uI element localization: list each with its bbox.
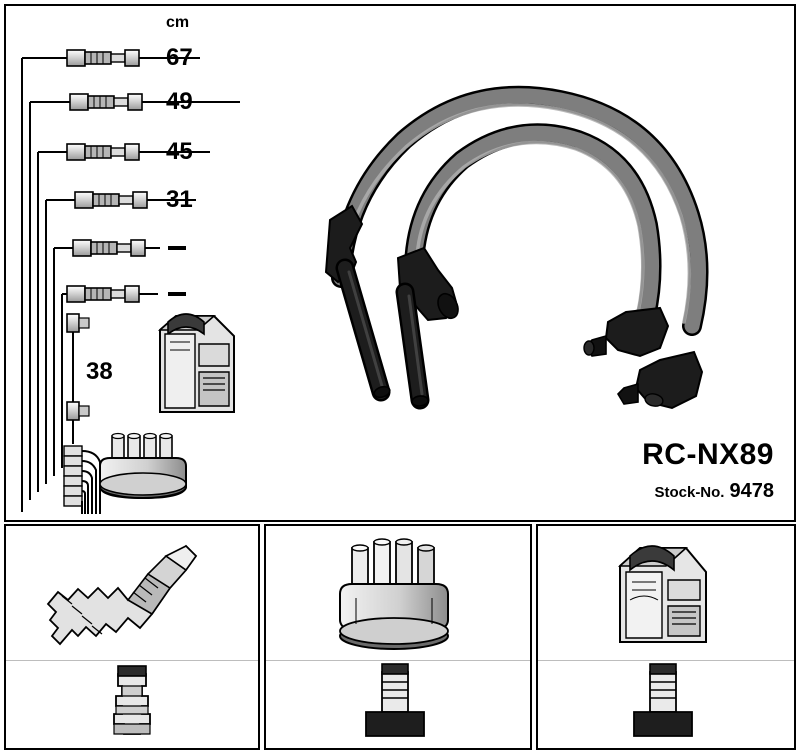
length-label-4: 31 (166, 186, 193, 213)
cell-divider-1 (6, 660, 258, 661)
main-diagram-frame (4, 4, 796, 522)
unit-label: cm (166, 14, 190, 31)
stock-number-line: Stock-No. 9478 (642, 481, 774, 501)
length-label-6-dash (168, 292, 186, 296)
length-label-1: 67 (166, 44, 193, 71)
length-label-7: 38 (86, 358, 113, 385)
stock-label: Stock-No. (654, 484, 725, 501)
cell-divider-3 (538, 660, 794, 661)
parts-cell-distributor-cap (264, 524, 532, 750)
part-number: RC-NX89 (642, 438, 774, 471)
cell-divider-2 (266, 660, 530, 661)
length-label-3: 45 (166, 138, 193, 165)
length-label-5-dash (168, 246, 186, 250)
stock-value: 9478 (729, 480, 775, 502)
title-block: RC-NX89 Stock-No. 9478 (642, 438, 774, 502)
parts-cell-spark-plug (4, 524, 260, 750)
length-label-2: 49 (166, 88, 193, 115)
parts-cell-ignition-coil (536, 524, 796, 750)
